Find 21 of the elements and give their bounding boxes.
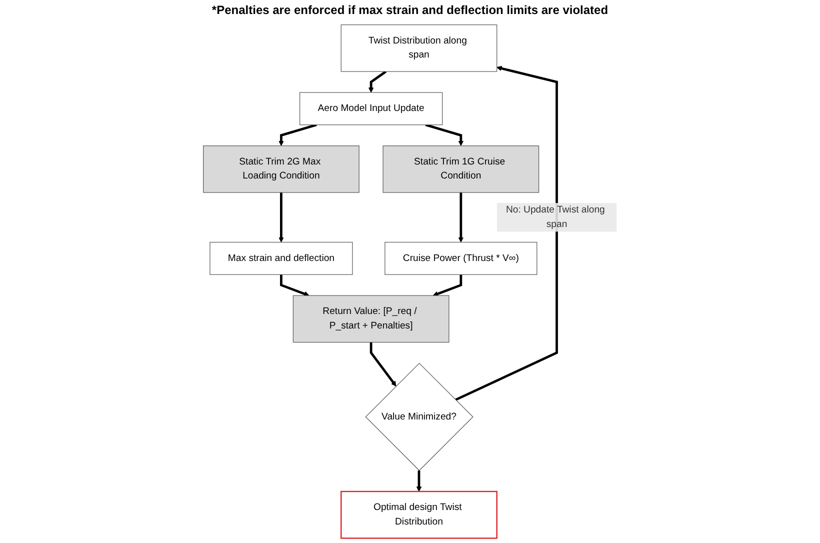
arrow [278, 124, 317, 146]
node-box: Return Value: [P_req / P_start + Penalties] [292, 295, 450, 343]
note-text: *Penalties are enforced if max strain and deflection limits are violated [212, 3, 608, 17]
node-box: Static Trim 2G Max Loading Condition [203, 146, 360, 193]
edge-label: No: Update Twist along span [506, 204, 605, 230]
node-box: Static Trim 1G Cruise Condition [382, 146, 540, 193]
node-box: Optimal design Twist Distribution [340, 490, 498, 539]
arrow [458, 192, 464, 242]
arrow [280, 274, 310, 296]
arrow [278, 192, 284, 242]
arrow [370, 342, 396, 386]
node-box: Aero Model Input Update [300, 92, 443, 126]
node-box: Max strain and deflection [210, 242, 353, 275]
arrow [425, 124, 464, 146]
node-diamond: Value Minimized? [365, 362, 474, 471]
arrow [432, 274, 462, 296]
arrow [455, 66, 558, 401]
node-box: Twist Distribution along span [340, 24, 498, 72]
arrow [416, 470, 422, 492]
node-box: Cruise Power (Thrust * V∞) [384, 242, 538, 275]
arrow [368, 70, 387, 93]
